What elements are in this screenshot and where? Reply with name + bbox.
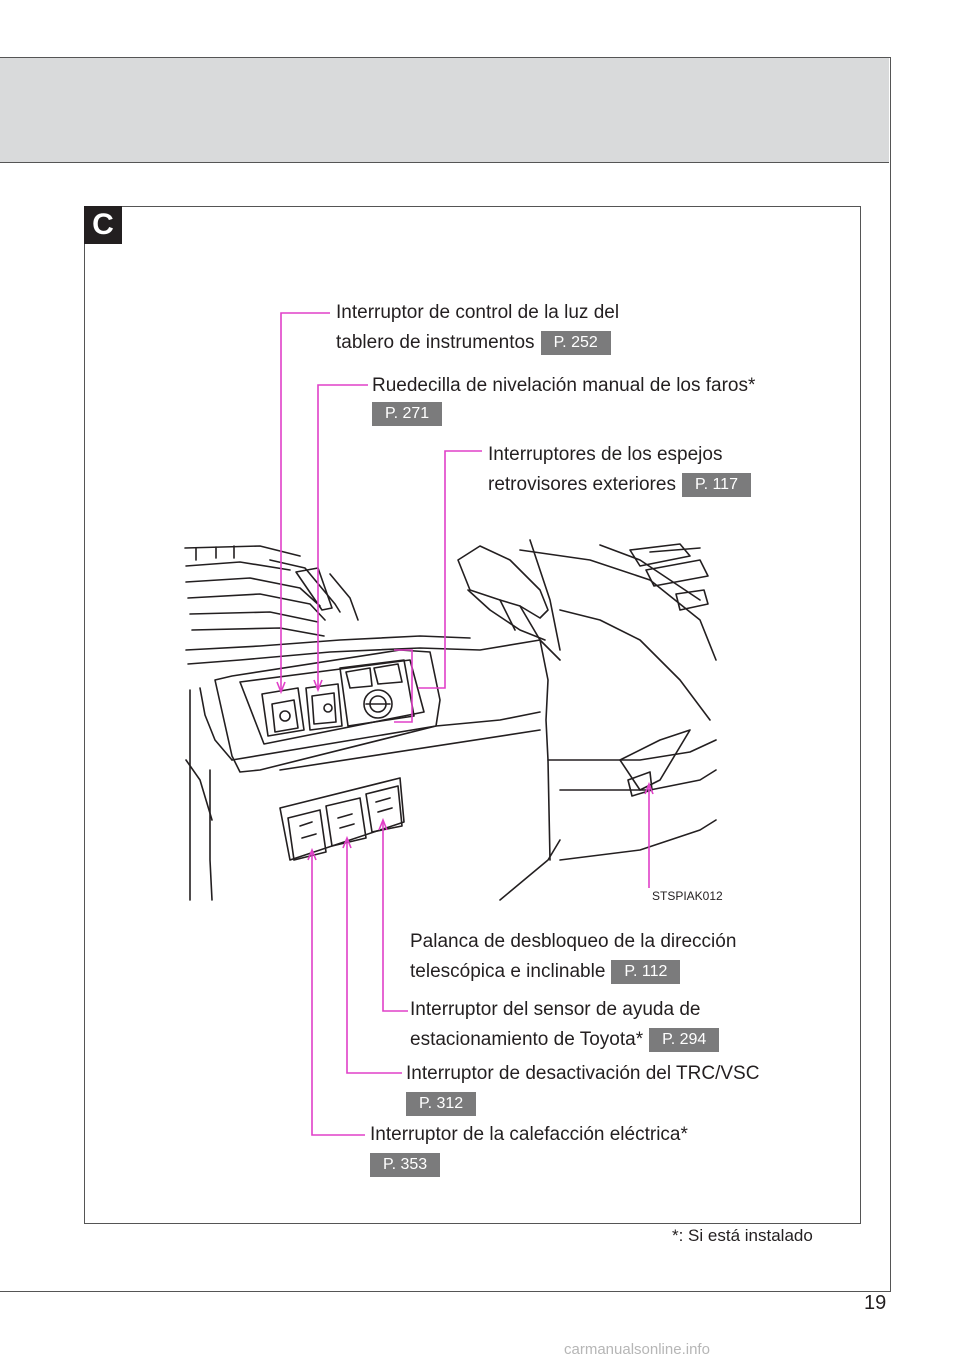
section-tab: C (84, 206, 122, 244)
watermark: carmanualsonline.info (564, 1341, 710, 1358)
trc-vsc-ref[interactable]: P. 312 (406, 1092, 477, 1116)
mirrors-ref[interactable]: P. 117 (681, 472, 751, 497)
headlight-leveling-label: Ruedecilla de nivelación manual de los f… (372, 375, 756, 396)
asterisk-mark: * (748, 375, 756, 396)
mirrors-line1: Interruptores de los espejos (488, 444, 723, 465)
header-band (0, 57, 889, 163)
parking-sensor-label: Interruptor del sensor de ayuda de estac… (410, 995, 720, 1055)
page-frame (0, 57, 891, 1292)
footnote: *: Si está instalado (672, 1226, 813, 1245)
trc-vsc-label: Interruptor de desactivación del TRC/VSC (406, 1063, 760, 1084)
steering-lever-label: Palanca de desbloqueo de la dirección te… (410, 927, 736, 987)
steering-lever-line1: Palanca de desbloqueo de la dirección (410, 931, 737, 952)
content-box (84, 206, 861, 1224)
figure-code: STSPIAK012 (652, 889, 723, 903)
mirrors-label: Interruptores de los espejos retrovisore… (488, 440, 751, 500)
dash-light-ref[interactable]: P. 252 (540, 330, 611, 355)
page-number: 19 (864, 1292, 887, 1314)
parking-sensor-line1: Interruptor del sensor de ayuda de (410, 999, 701, 1020)
dash-light-label: Interruptor de control de la luz del tab… (336, 298, 619, 358)
parking-sensor-ref[interactable]: P. 294 (649, 1027, 720, 1052)
heater-ref[interactable]: P. 353 (370, 1153, 441, 1177)
asterisk-mark: * (635, 1029, 644, 1050)
parking-sensor-line2: estacionamiento de Toyota*P. 294 (410, 1025, 720, 1055)
dash-light-line1: Interruptor de control de la luz del (336, 302, 620, 323)
heater-label: Interruptor de la calefacción eléctrica* (370, 1124, 688, 1145)
headlight-leveling-ref[interactable]: P. 271 (372, 402, 443, 426)
steering-lever-ref[interactable]: P. 112 (611, 959, 681, 984)
asterisk-mark: * (680, 1124, 688, 1145)
